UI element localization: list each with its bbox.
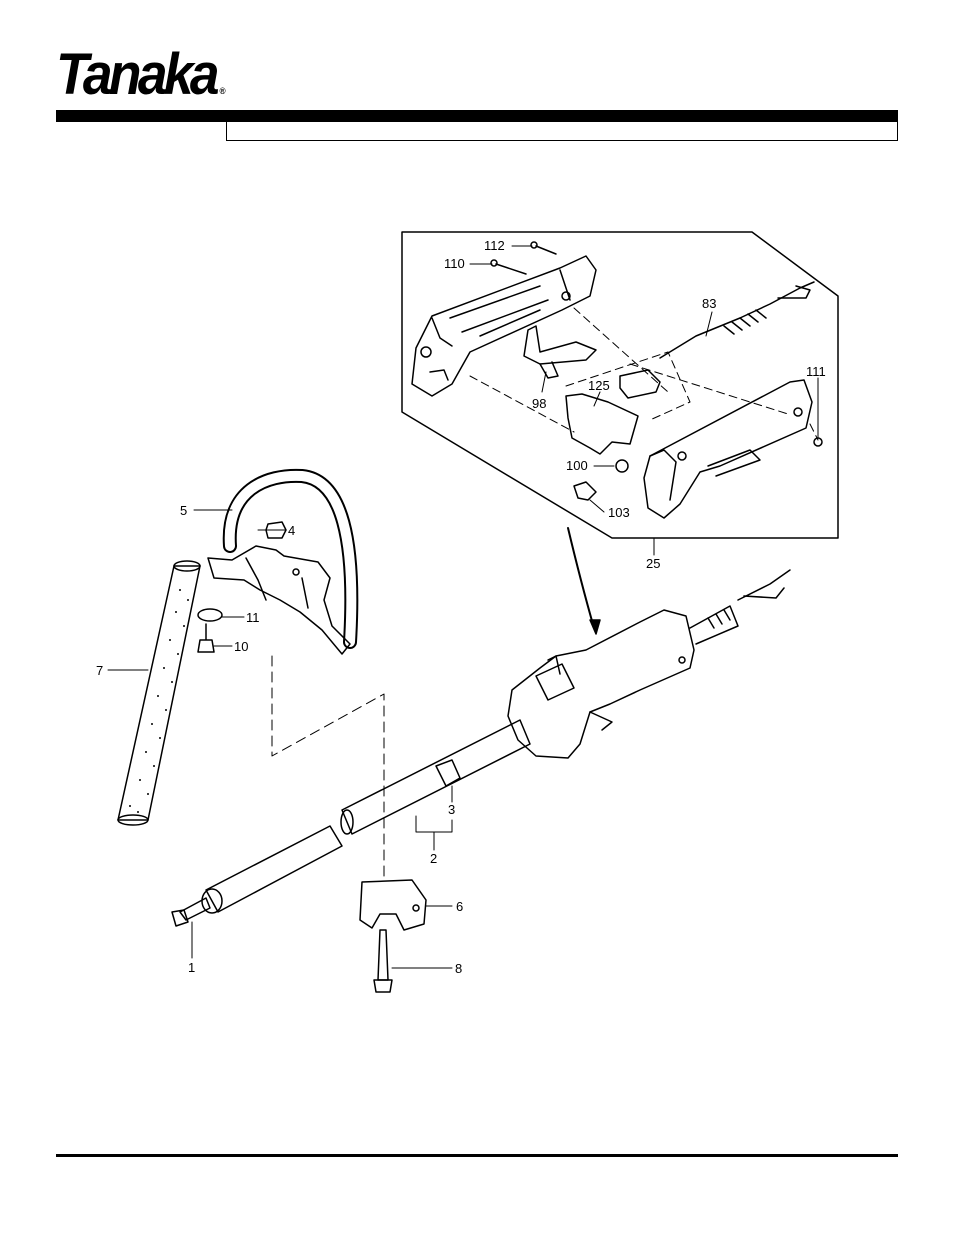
callout-110: 110 [444, 256, 465, 271]
inset-guides [469, 307, 819, 441]
assembly-arrow [567, 527, 595, 629]
callout-111: 111 [806, 364, 826, 379]
title-box [226, 122, 898, 141]
callout-100: 100 [566, 458, 588, 473]
screw-10 [197, 623, 215, 653]
part-100 [615, 459, 629, 473]
throttle-cable-83 [659, 281, 815, 359]
tanaka-logo: Tanaka® [56, 46, 226, 104]
clamp-3 [435, 759, 461, 787]
footer-rule [56, 1154, 898, 1157]
header-rule [56, 110, 898, 122]
callout-6: 6 [456, 899, 463, 914]
callout-1: 1 [188, 960, 195, 975]
bolt-8 [373, 929, 393, 993]
callout-10: 10 [234, 639, 248, 654]
callout-7: 7 [96, 663, 103, 678]
lower-handle-half [643, 379, 813, 519]
callout-11: 11 [246, 610, 260, 625]
alignment-guides [271, 655, 385, 881]
screw-110 [495, 263, 527, 275]
callout-2: 2 [430, 851, 437, 866]
registered-mark: ® [219, 86, 226, 96]
callout-125: 125 [588, 378, 610, 393]
front-handle-loop [222, 468, 359, 649]
leader-lines [107, 245, 819, 969]
inset-frame [401, 231, 839, 539]
trigger-125 [565, 393, 639, 455]
part-103 [573, 481, 597, 501]
callout-25: 25 [646, 556, 660, 571]
callout-5: 5 [180, 503, 187, 518]
screw-112 [535, 245, 557, 255]
assembled-handle [507, 569, 791, 759]
handle-bracket [207, 545, 351, 655]
callout-103: 103 [608, 505, 630, 520]
clamp-6 [359, 879, 427, 931]
foam-grip [117, 560, 201, 826]
callout-4: 4 [288, 523, 295, 538]
upper-handle-half [411, 255, 597, 397]
washer-11 [197, 608, 223, 622]
callouts: 112 110 83 98 125 111 100 103 25 5 4 11 … [96, 238, 826, 976]
callout-98: 98 [532, 396, 546, 411]
main-shaft [171, 719, 531, 927]
callout-83: 83 [702, 296, 716, 311]
callout-8: 8 [455, 961, 462, 976]
brand-name: Tanaka [56, 42, 220, 107]
callout-112: 112 [484, 238, 505, 253]
stop-switch [619, 369, 661, 399]
throttle-lever-98 [523, 325, 597, 379]
callout-3: 3 [448, 802, 455, 817]
